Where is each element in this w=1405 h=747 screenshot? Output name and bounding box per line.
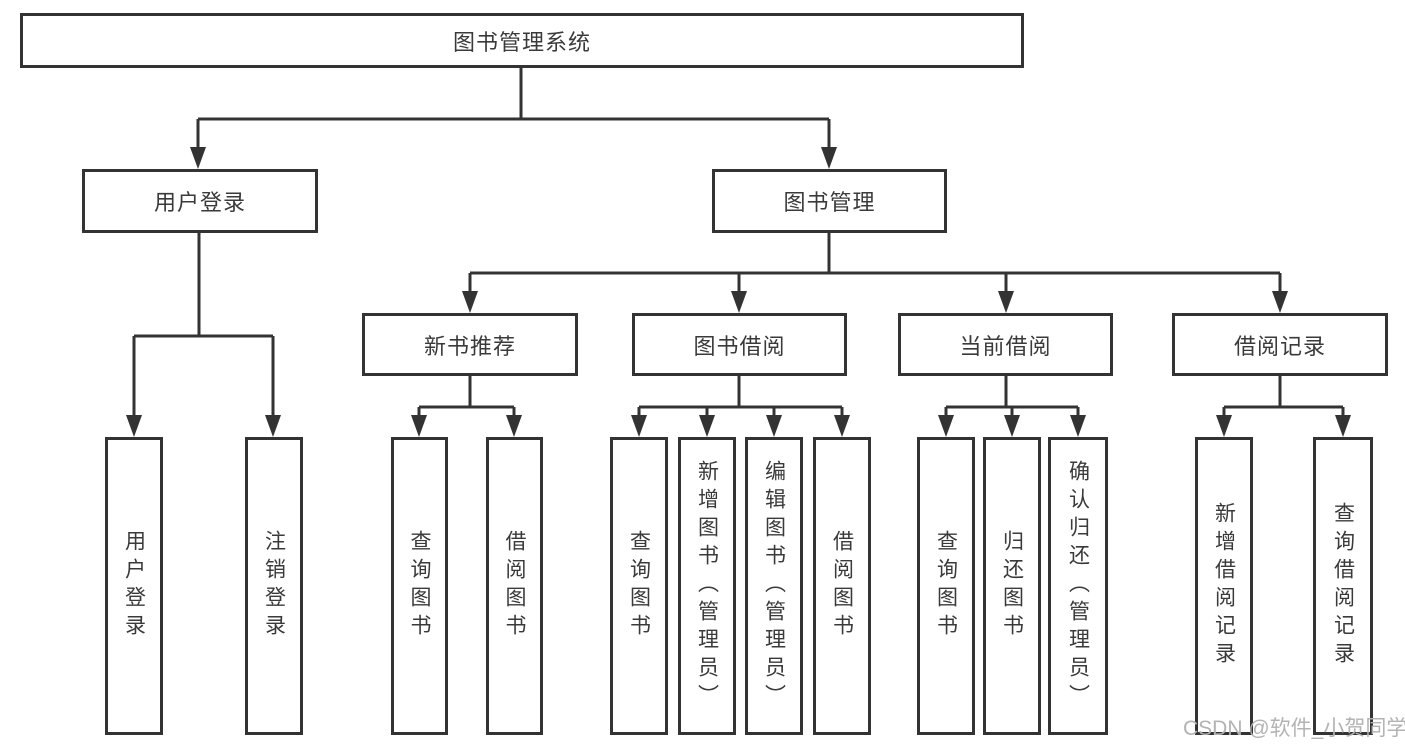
leaf-user-login-label: 用户登录 xyxy=(122,530,146,642)
node-book-management: 图书管理 xyxy=(712,169,947,233)
node-user-login: 用户登录 xyxy=(82,169,318,233)
leaf-bookborrow-borrow-books: 借阅图书 xyxy=(813,437,871,735)
node-current-borrow: 当前借阅 xyxy=(898,313,1113,376)
leaf-bookborrow-borrow-books-label: 借阅图书 xyxy=(830,530,854,642)
leaf-newbook-query-books-label: 查询图书 xyxy=(408,530,431,642)
leaf-bookborrow-add-books-label: 新增图书（管理员） xyxy=(695,460,719,712)
leaf-bookborrow-edit-books: 编辑图书（管理员） xyxy=(745,437,803,735)
leaf-logout-login-label: 注销登录 xyxy=(262,530,286,642)
node-new-book-recommend-label: 新书推荐 xyxy=(423,333,516,359)
leaf-current-return-books-label: 归还图书 xyxy=(1000,530,1024,642)
leaf-current-query-books-label: 查询图书 xyxy=(934,530,958,642)
leaf-logout-login: 注销登录 xyxy=(245,437,303,735)
node-user-login-label: 用户登录 xyxy=(153,190,246,215)
csdn-watermark: CSDN @软件_小贺同学 xyxy=(1183,717,1405,740)
leaf-user-login: 用户登录 xyxy=(105,437,163,735)
node-borrow-records: 借阅记录 xyxy=(1172,313,1388,376)
leaf-bookborrow-add-books: 新增图书（管理员） xyxy=(678,437,736,735)
leaf-current-query-books: 查询图书 xyxy=(917,437,975,735)
leaf-current-confirm-return: 确认归还（管理员） xyxy=(1048,437,1108,735)
leaf-records-query-record-label: 查询借阅记录 xyxy=(1331,502,1355,670)
node-root: 图书管理系统 xyxy=(20,13,1024,68)
node-book-management-label: 图书管理 xyxy=(783,190,876,215)
leaf-current-return-books: 归还图书 xyxy=(983,437,1041,735)
leaf-bookborrow-query-books-label: 查询图书 xyxy=(627,530,651,642)
node-root-label: 图书管理系统 xyxy=(452,29,591,55)
leaf-newbook-borrow-books-label: 借阅图书 xyxy=(503,530,526,642)
arrowhead-icons xyxy=(126,147,1351,437)
leaf-records-add-record: 新增借阅记录 xyxy=(1195,437,1253,735)
leaf-current-confirm-return-label: 确认归还（管理员） xyxy=(1066,460,1090,712)
node-new-book-recommend: 新书推荐 xyxy=(362,313,578,376)
leaf-records-query-record: 查询借阅记录 xyxy=(1313,437,1373,735)
leaf-bookborrow-query-books: 查询图书 xyxy=(610,437,668,735)
node-current-borrow-label: 当前借阅 xyxy=(959,333,1052,359)
node-book-borrow: 图书借阅 xyxy=(632,313,847,376)
leaf-newbook-borrow-books: 借阅图书 xyxy=(486,437,543,735)
leaf-newbook-query-books: 查询图书 xyxy=(391,437,448,735)
leaf-records-add-record-label: 新增借阅记录 xyxy=(1212,502,1236,670)
node-book-borrow-label: 图书借阅 xyxy=(693,333,786,359)
node-borrow-records-label: 借阅记录 xyxy=(1233,333,1326,359)
leaf-bookborrow-edit-books-label: 编辑图书（管理员） xyxy=(762,460,786,712)
